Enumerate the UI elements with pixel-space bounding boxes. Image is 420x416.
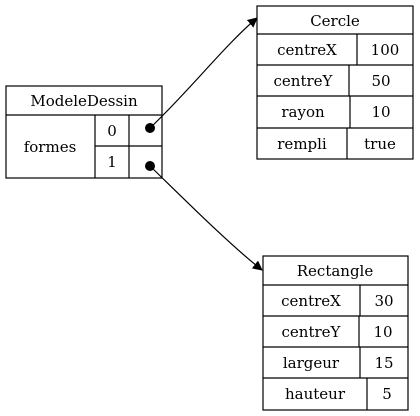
cercle-key-centrey: centreY bbox=[274, 72, 334, 90]
cercle-value-rempli: true bbox=[364, 135, 396, 153]
cercle-key-rempli: rempli bbox=[277, 135, 327, 153]
rectangle-key-centrey: centreY bbox=[282, 323, 342, 341]
edge-formes-0-to-cercle bbox=[149, 17, 258, 129]
formes-index-0: 0 bbox=[107, 122, 117, 140]
rectangle-key-largeur: largeur bbox=[283, 354, 340, 372]
edge-formes-1-to-rectangle bbox=[149, 165, 263, 271]
cercle-key-rayon: rayon bbox=[281, 103, 325, 121]
modeledessin-node: ModeleDessin formes 0 1 bbox=[5, 85, 163, 179]
rectangle-value-centrex: 30 bbox=[374, 292, 393, 310]
cercle-title: Cercle bbox=[310, 12, 360, 30]
rectangle-node: Rectangle centreX 30 centreY 10 largeur … bbox=[262, 255, 409, 411]
formes-index-1: 1 bbox=[107, 153, 117, 171]
rectangle-key-centrex: centreX bbox=[281, 292, 341, 310]
cercle-value-centrex: 100 bbox=[371, 41, 400, 59]
rectangle-key-hauteur: hauteur bbox=[285, 385, 346, 403]
cercle-value-centrey: 50 bbox=[371, 72, 390, 90]
rectangle-value-hauteur: 5 bbox=[382, 385, 392, 403]
rectangle-value-centrey: 10 bbox=[373, 323, 392, 341]
modeledessin-title: ModeleDessin bbox=[30, 92, 138, 110]
cercle-key-centrex: centreX bbox=[277, 41, 337, 59]
rectangle-value-largeur: 15 bbox=[374, 354, 393, 372]
cercle-value-rayon: 10 bbox=[371, 103, 390, 121]
formes-field-label: formes bbox=[24, 138, 77, 156]
cercle-node: Cercle centreX 100 centreY 50 rayon 10 r… bbox=[256, 5, 414, 160]
rectangle-title: Rectangle bbox=[297, 262, 374, 280]
